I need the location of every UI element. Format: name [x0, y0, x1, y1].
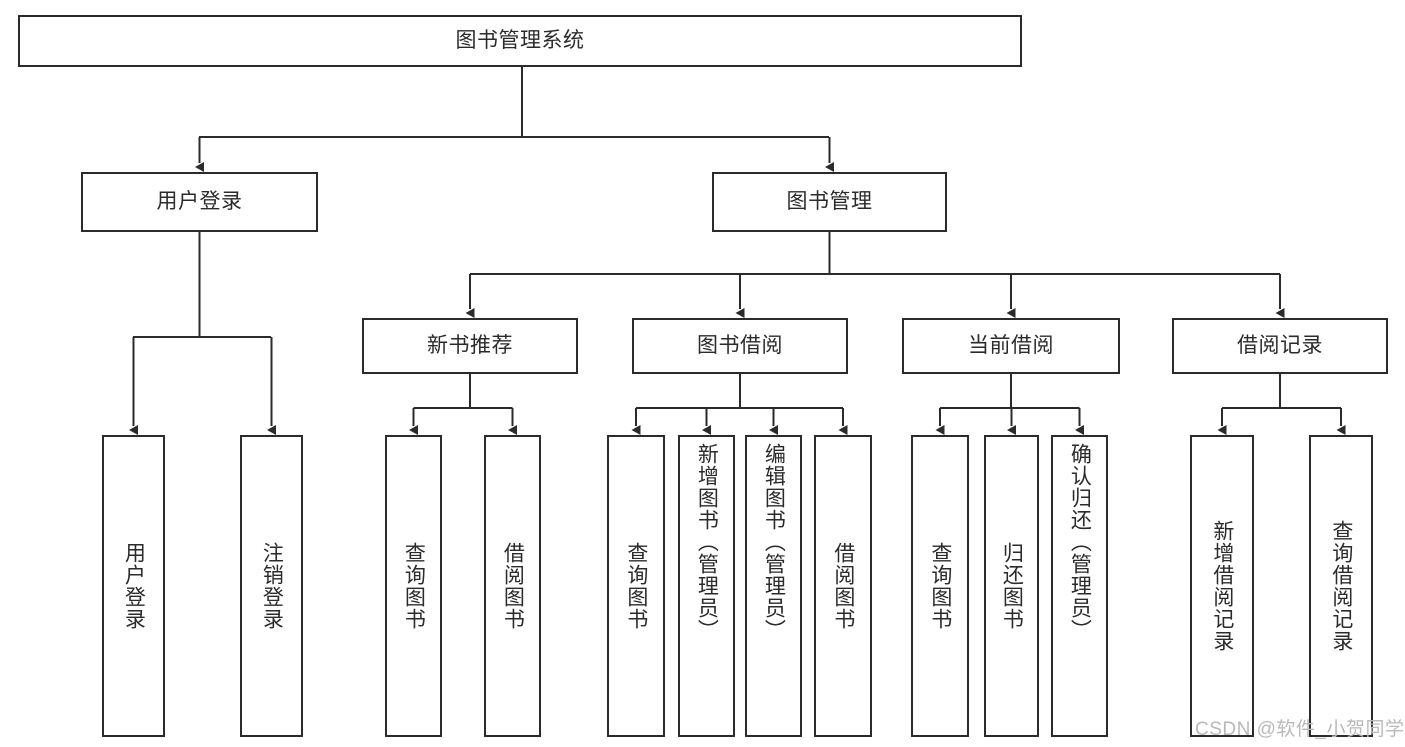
node-label: 查询图书 [402, 542, 426, 630]
node-leaf-user-login[interactable]: 用户登录 [102, 435, 165, 737]
node-leaf-add-book[interactable]: 新增图书（管理员） [678, 435, 735, 737]
node-leaf-query-book-2[interactable]: 查询图书 [607, 435, 665, 737]
node-label: 新增图书（管理员） [695, 443, 719, 641]
node-leaf-query-record[interactable]: 查询借阅记录 [1309, 435, 1373, 737]
node-leaf-borrow-book-1[interactable]: 借阅图书 [484, 435, 541, 737]
node-book-borrow[interactable]: 图书借阅 [632, 318, 848, 374]
node-label: 借阅图书 [831, 542, 855, 630]
node-label: 归还图书 [1000, 542, 1024, 630]
node-label: 查询借阅记录 [1329, 520, 1353, 652]
node-leaf-confirm-return[interactable]: 确认归还（管理员） [1051, 435, 1108, 737]
node-label: 借阅记录 [1237, 334, 1323, 358]
node-current-borrow[interactable]: 当前借阅 [902, 318, 1120, 374]
node-label: 编辑图书（管理员） [762, 443, 786, 641]
node-label: 新增借阅记录 [1210, 520, 1234, 652]
node-label: 用户登录 [156, 190, 243, 214]
node-label: 图书管理系统 [455, 29, 585, 53]
node-root[interactable]: 图书管理系统 [18, 15, 1022, 67]
node-leaf-return-book[interactable]: 归还图书 [984, 435, 1039, 737]
node-leaf-edit-book[interactable]: 编辑图书（管理员） [745, 435, 802, 737]
node-label: 新书推荐 [427, 334, 513, 358]
node-leaf-query-book-3[interactable]: 查询图书 [911, 435, 969, 737]
node-label: 查询图书 [928, 542, 952, 630]
edges-group [129, 67, 1346, 435]
watermark: CSDN @软件_小贺同学 [1195, 719, 1405, 740]
node-book-manage[interactable]: 图书管理 [712, 172, 947, 232]
node-new-book-recommend[interactable]: 新书推荐 [362, 318, 578, 374]
node-label: 借阅图书 [501, 542, 525, 630]
node-borrow-record[interactable]: 借阅记录 [1172, 318, 1388, 374]
node-leaf-add-record[interactable]: 新增借阅记录 [1190, 435, 1254, 737]
node-leaf-user-logout[interactable]: 注销登录 [240, 435, 303, 737]
node-label: 图书管理 [786, 190, 873, 214]
node-label: 图书借阅 [697, 334, 783, 358]
node-label: 查询图书 [624, 542, 648, 630]
node-label: 当前借阅 [968, 334, 1054, 358]
node-label: 确认归还（管理员） [1068, 443, 1092, 641]
node-label: 用户登录 [122, 542, 146, 630]
node-user-login[interactable]: 用户登录 [81, 172, 318, 232]
node-label: 注销登录 [260, 542, 284, 630]
node-leaf-query-book-1[interactable]: 查询图书 [385, 435, 442, 737]
node-leaf-borrow-book-2[interactable]: 借阅图书 [814, 435, 872, 737]
